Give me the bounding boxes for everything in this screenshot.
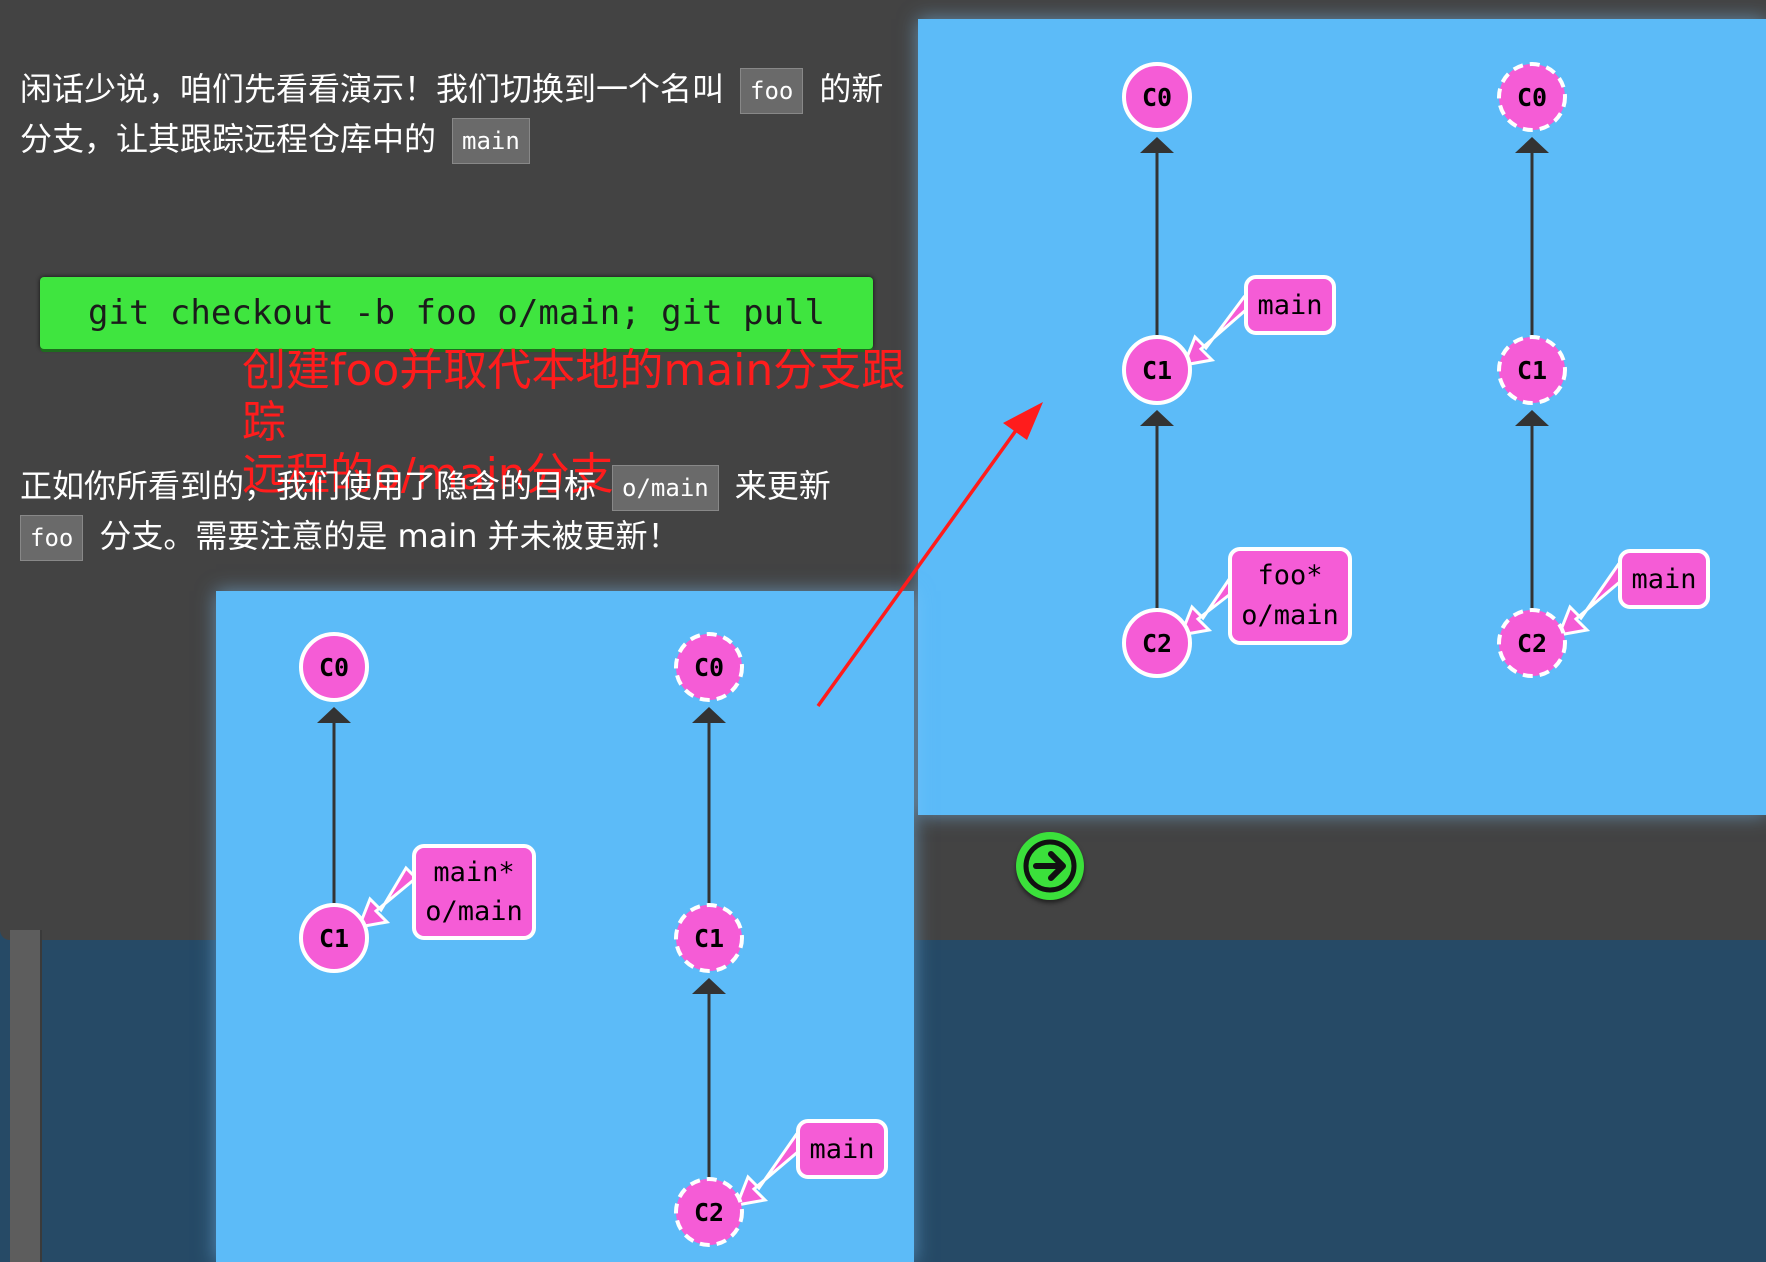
- explanation-text-2: 来更新: [734, 467, 831, 505]
- commit-c0[interactable]: [299, 632, 369, 702]
- local-tree: main foo* o/main C0 C1 C2: [1122, 62, 1352, 678]
- explanation-paragraph: 正如你所看到的，我们使用了隐含的目标 o/main 来更新 foo 分支。需要注意的是…: [20, 461, 900, 561]
- explanation-text-3: 分支。需要注意的是 main 并未被更新！: [99, 517, 680, 555]
- branch-label-main[interactable]: main: [1257, 290, 1322, 321]
- code-main: main: [452, 118, 530, 164]
- local-tree: main* o/main C0 C1: [299, 632, 536, 973]
- remote-commit-c2[interactable]: [1497, 608, 1567, 678]
- commit-c0-label: C0: [1142, 83, 1172, 112]
- commit-c1[interactable]: [1122, 335, 1192, 405]
- command-button[interactable]: git checkout -b foo o/main; git pull: [40, 277, 873, 349]
- commit-c2[interactable]: [1122, 608, 1192, 678]
- explanation-text: 正如你所看到的，我们使用了隐含的目标: [20, 467, 597, 505]
- intro-line2: 分支，让其跟踪远程仓库中的: [20, 120, 437, 158]
- remote-commit-c2[interactable]: [674, 1177, 744, 1247]
- commit-c2-label: C2: [1142, 629, 1172, 658]
- remote-commit-c1-label: C1: [694, 924, 724, 953]
- commit-c1[interactable]: [299, 903, 369, 973]
- remote-commit-c2-label: C2: [694, 1198, 724, 1227]
- remote-commit-c0-label: C0: [694, 653, 724, 682]
- remote-commit-c0-label: C0: [1517, 83, 1547, 112]
- remote-tree: main C0 C1 C2: [674, 632, 888, 1247]
- remote-commit-c1[interactable]: [674, 903, 744, 973]
- commit-c0[interactable]: [1122, 62, 1192, 132]
- remote-commit-c2-label: C2: [1517, 629, 1547, 658]
- branch-label-foo[interactable]: foo*: [1257, 560, 1322, 591]
- scrollbar-track[interactable]: [10, 930, 42, 1262]
- branch-label-main[interactable]: main*: [433, 857, 514, 888]
- git-visualization-after: main foo* o/main C0 C1 C2 m: [918, 19, 1766, 815]
- code-foo-2: foo: [20, 515, 84, 561]
- branch-label-o-main[interactable]: o/main: [1241, 600, 1339, 631]
- next-button[interactable]: [1016, 832, 1084, 900]
- remote-branch-arrow-main: main: [1556, 549, 1710, 637]
- commit-c0-label: C0: [319, 653, 349, 682]
- code-foo: foo: [740, 68, 804, 114]
- annotation-line2: 远程的o/main分支: [242, 449, 614, 500]
- remote-branch-arrow-main: main: [734, 1119, 888, 1207]
- red-annotation: 创建foo并取代本地的main分支跟踪 远程的o/main分支: [242, 345, 922, 501]
- remote-commit-c1[interactable]: [1497, 335, 1567, 405]
- code-o-main: o/main: [612, 465, 719, 511]
- branch-arrow-main: main: [1181, 275, 1336, 367]
- remote-branch-label-main[interactable]: main: [1631, 564, 1696, 595]
- intro-text: 闲话少说，咱们先看看演示！我们切换到一个名叫: [20, 70, 725, 108]
- branch-arrow-main: main* o/main: [356, 844, 536, 940]
- git-visualization-before: main* o/main C0 C1 main C0 C1 C2: [216, 591, 914, 1262]
- remote-commit-c0[interactable]: [674, 632, 744, 702]
- intro-paragraph: 闲话少说，咱们先看看演示！我们切换到一个名叫 foo 的新 分支，让其跟踪远程仓库中…: [20, 64, 900, 164]
- intro-text-2: 的新: [819, 70, 884, 108]
- annotation-line1: 创建foo并取代本地的main分支跟踪: [242, 345, 906, 448]
- remote-commit-c1-label: C1: [1517, 356, 1547, 385]
- remote-commit-c0[interactable]: [1497, 62, 1567, 132]
- commit-c1-label: C1: [1142, 356, 1172, 385]
- remote-tree: main C0 C1 C2: [1497, 62, 1710, 678]
- branch-arrow-foo: foo* o/main: [1178, 547, 1352, 645]
- remote-branch-label-main[interactable]: main: [809, 1134, 874, 1165]
- commit-c1-label: C1: [319, 924, 349, 953]
- arrow-right-circle-icon: [1023, 839, 1077, 893]
- branch-label-o-main[interactable]: o/main: [425, 896, 523, 927]
